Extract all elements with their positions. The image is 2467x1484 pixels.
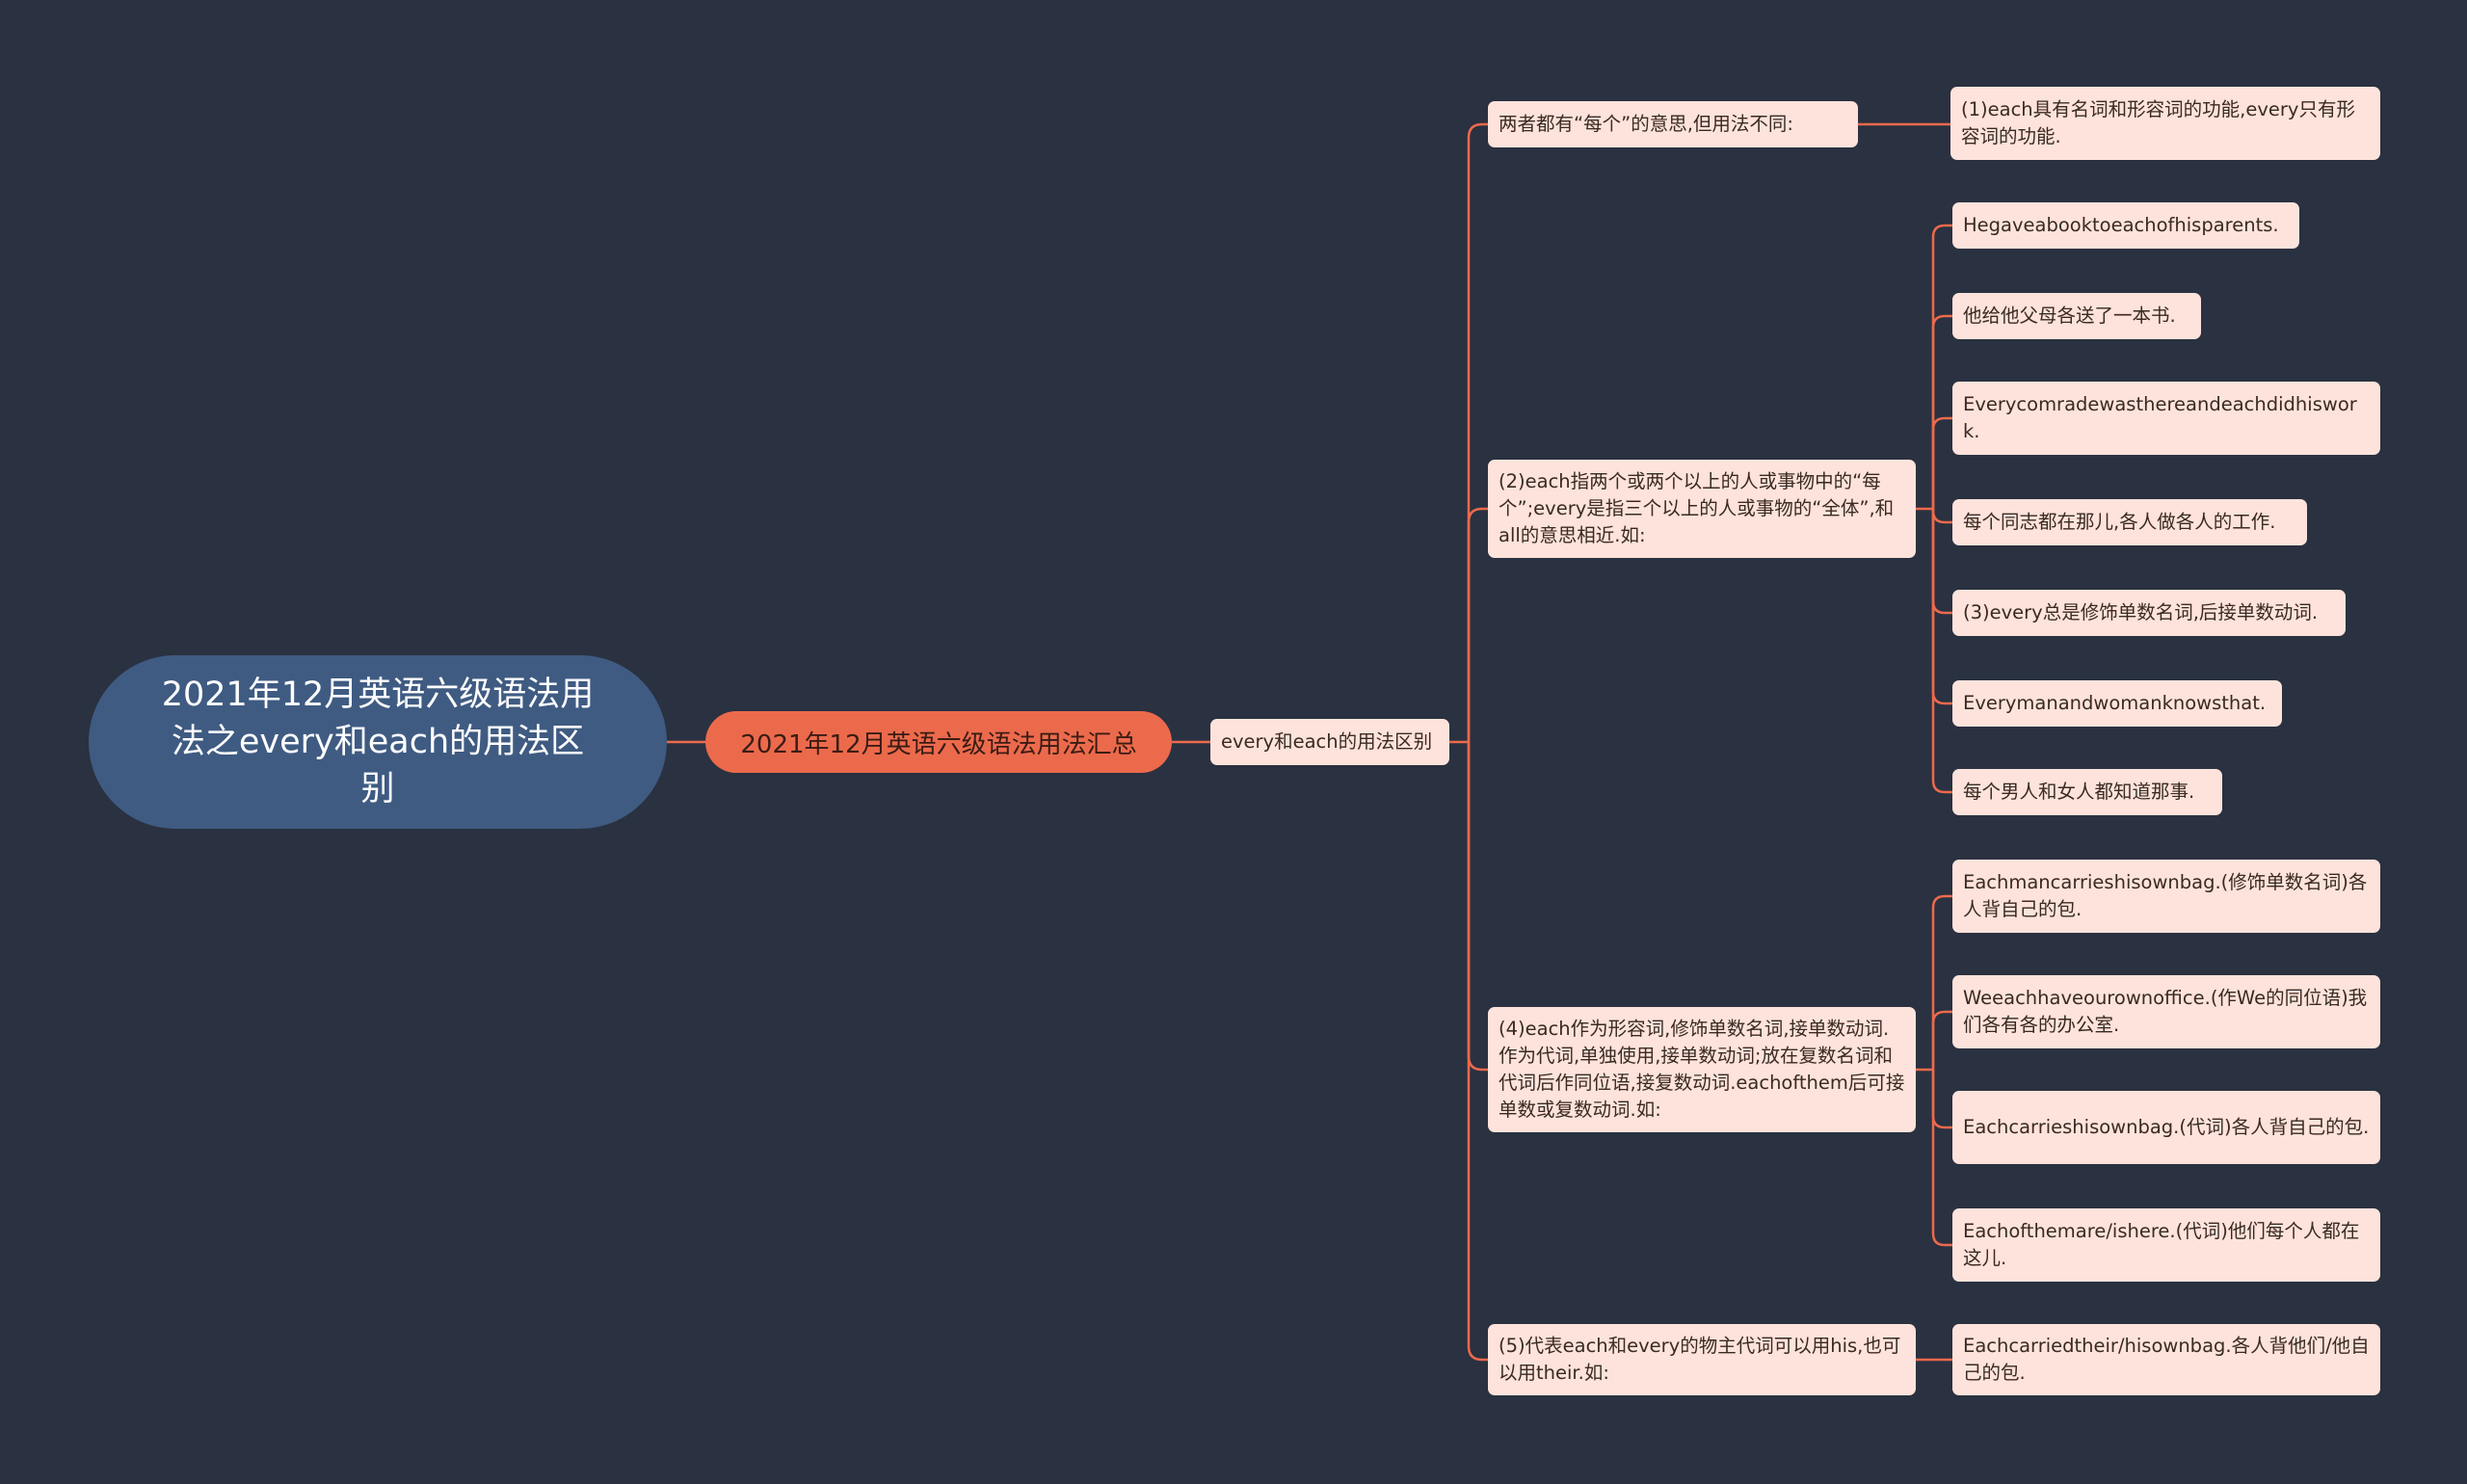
detail-node[interactable]: Everycomradewasthereandeachdidhiswork. [1952,382,2380,455]
group-node-3[interactable]: (4)each作为形容词,修饰单数名词,接单数动词.作为代词,单独使用,接单数动… [1488,1007,1916,1132]
connector-line [1931,894,1952,1070]
detail-text: Weeachhaveourownoffice.(作We的同位语)我们各有各的办公… [1963,987,2368,1036]
group-text: 两者都有“每个”的意思,但用法不同: [1499,113,1793,135]
detail-text: Eachofthemare/ishere.(代词)他们每个人都在这儿. [1963,1220,2360,1269]
subtopic-text: every和each的用法区别 [1221,730,1433,753]
detail-node[interactable]: Weeachhaveourownoffice.(作We的同位语)我们各有各的办公… [1952,975,2380,1048]
detail-text: Eachcarriedtheir/hisownbag.各人背他们/他自己的包. [1963,1335,2370,1384]
subtopic-node[interactable]: every和each的用法区别 [1210,719,1449,765]
detail-node[interactable]: Eachmancarrieshisownbag.(修饰单数名词)各人背自己的包. [1952,860,2380,933]
detail-text: 他给他父母各送了一本书. [1963,305,2176,327]
connector-line [1931,509,1952,615]
root-topic[interactable]: 2021年12月英语六级语法用法之every和each的用法区别 [89,655,667,829]
group-text: (2)each指两个或两个以上的人或事物中的“每个”;every是指三个以上的人… [1499,470,1895,546]
connector-line [1467,507,1488,742]
connector-line [1931,509,1952,524]
detail-node[interactable]: (3)every总是修饰单数名词,后接单数动词. [1952,590,2346,636]
detail-text: Eachcarrieshisownbag.(代词)各人背自己的包. [1963,1116,2370,1138]
branch-topic-text: 2021年12月英语六级语法用法汇总 [740,729,1137,759]
connector-line [1467,122,1488,742]
detail-node[interactable]: 他给他父母各送了一本书. [1952,293,2201,339]
root-topic-text: 2021年12月英语六级语法用法之every和each的用法区别 [161,675,595,808]
detail-node[interactable]: Eachcarriedtheir/hisownbag.各人背他们/他自己的包. [1952,1324,2380,1395]
detail-text: Hegaveabooktoeachofhisparents. [1963,214,2279,236]
connector-line [1931,509,1952,705]
group-text: (5)代表each和every的物主代词可以用his,也可以用their.如: [1499,1335,1901,1384]
detail-text: Everycomradewasthereandeachdidhiswork. [1963,393,2357,442]
detail-node[interactable]: Eachofthemare/ishere.(代词)他们每个人都在这儿. [1952,1208,2380,1282]
connector-line [1931,1070,1952,1247]
connector-line [1931,1010,1952,1070]
detail-node[interactable]: 每个同志都在那儿,各人做各人的工作. [1952,499,2307,545]
group-node-2[interactable]: (2)each指两个或两个以上的人或事物中的“每个”;every是指三个以上的人… [1488,460,1916,558]
group-node-1[interactable]: 两者都有“每个”的意思,但用法不同: [1488,101,1858,147]
detail-text: 每个男人和女人都知道那事. [1963,781,2195,803]
group-node-4[interactable]: (5)代表each和every的物主代词可以用his,也可以用their.如: [1488,1324,1916,1395]
detail-node[interactable]: (1)each具有名词和形容词的功能,every只有形容词的功能. [1950,87,2380,160]
connector-line [1931,509,1952,794]
connector-line [1467,742,1488,1072]
detail-text: (1)each具有名词和形容词的功能,every只有形容词的功能. [1961,98,2355,147]
detail-node[interactable]: Hegaveabooktoeachofhisparents. [1952,202,2299,249]
connector-line [1931,314,1952,509]
connector-line [1467,742,1488,1362]
detail-node[interactable]: 每个男人和女人都知道那事. [1952,769,2222,815]
group-text: (4)each作为形容词,修饰单数名词,接单数动词.作为代词,单独使用,接单数动… [1499,1018,1905,1121]
detail-text: Eachmancarrieshisownbag.(修饰单数名词)各人背自己的包. [1963,871,2368,920]
detail-text: Everymanandwomanknowsthat. [1963,692,2267,714]
branch-topic[interactable]: 2021年12月英语六级语法用法汇总 [705,711,1172,773]
detail-node[interactable]: Everymanandwomanknowsthat. [1952,680,2282,727]
connector-line [1931,416,1952,509]
detail-text: (3)every总是修饰单数名词,后接单数动词. [1963,601,2319,623]
connector-line [1931,224,1952,509]
detail-node[interactable]: Eachcarrieshisownbag.(代词)各人背自己的包. [1952,1091,2380,1164]
detail-text: 每个同志都在那儿,各人做各人的工作. [1963,511,2276,533]
connector-line [1931,1070,1952,1129]
